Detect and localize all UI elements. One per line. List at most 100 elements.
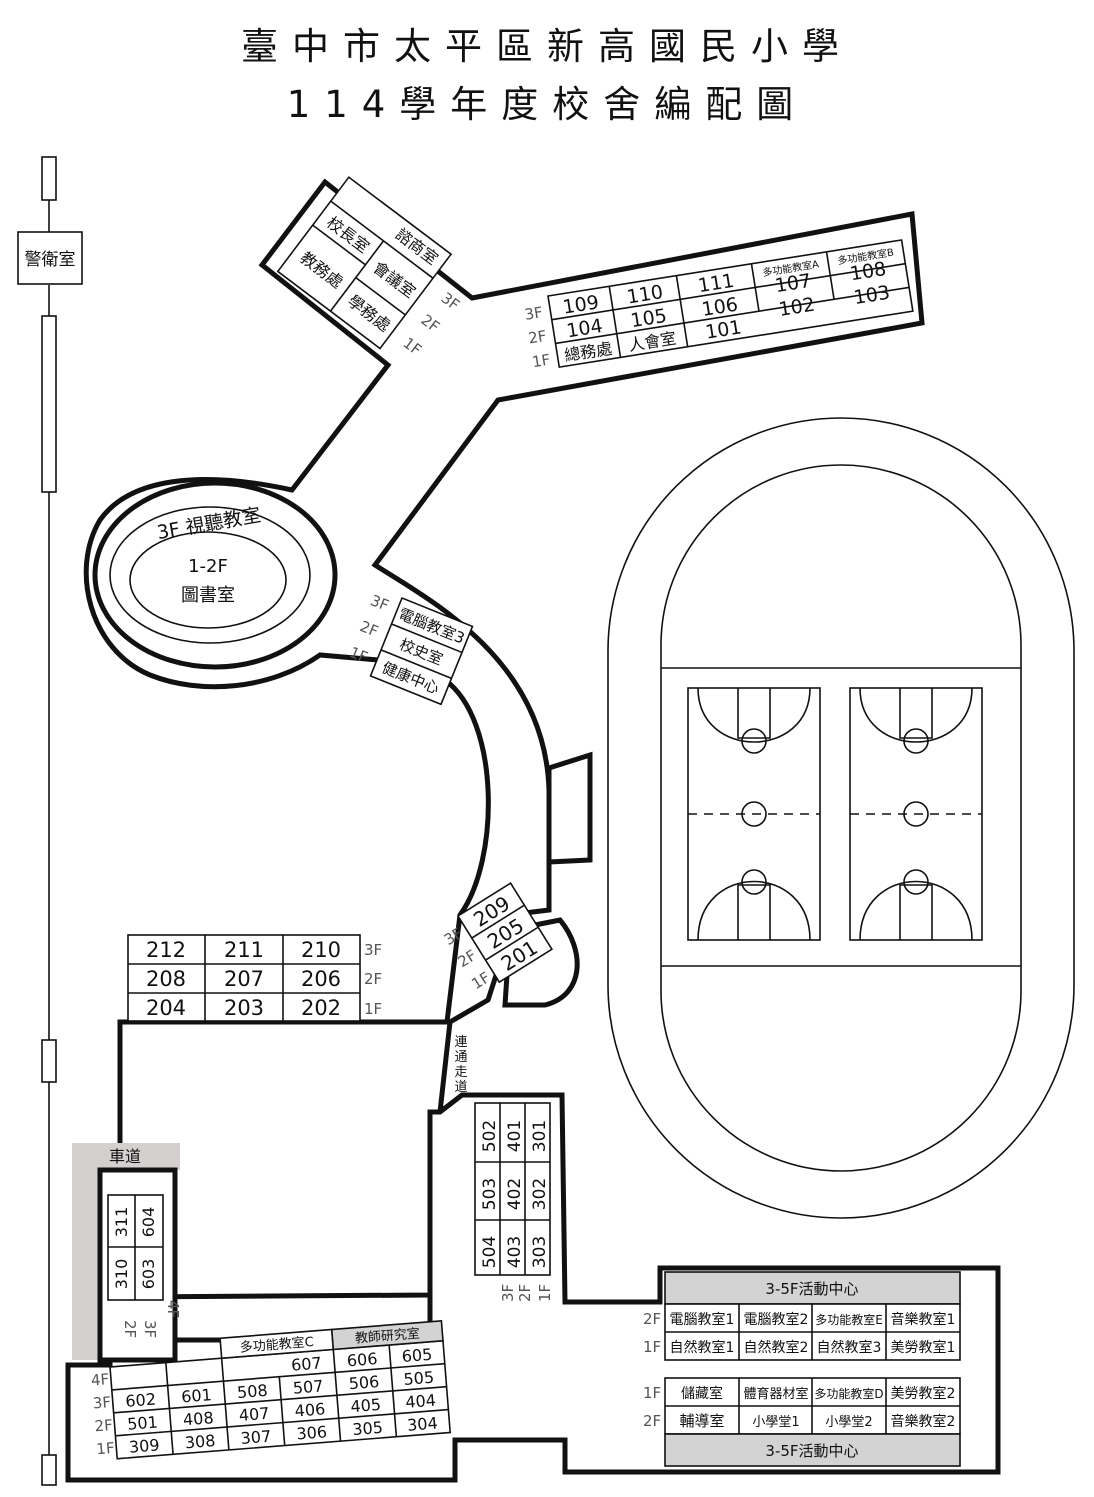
activity-bottom-footer: 3-5F活動中心 [765, 1442, 858, 1460]
svg-text:3F: 3F [523, 303, 544, 324]
svg-text:2F: 2F [121, 1320, 139, 1338]
music-room-1: 音樂教室1 [891, 1311, 956, 1328]
room-505: 505 [403, 1368, 435, 1389]
room-305: 305 [352, 1418, 384, 1439]
west-fence [41, 156, 57, 1486]
svg-text:4F: 4F [90, 1370, 110, 1389]
map-title-line2: 114學年度校舍編配圖 [286, 83, 808, 126]
room-503: 503 [480, 1178, 500, 1210]
room-301: 301 [530, 1120, 550, 1152]
activity-center-top: 3-5F活動中心 電腦教室1 電腦教室2 多功能教室E 音樂教室1 自然教室1 … [643, 1271, 961, 1361]
teacher-research-room: 教師研究室 [354, 1326, 420, 1347]
activity-center-bottom: 儲藏室 體育器材室 多功能教室D 美勞教室2 輔導室 小學堂1 小學堂2 音樂教… [643, 1377, 961, 1467]
storage-room: 儲藏室 [681, 1385, 723, 1402]
small-hall-1: 小學堂1 [752, 1415, 799, 1430]
computer-room-2: 電腦教室2 [744, 1311, 809, 1328]
central-block-labels: 504 503 502 403 402 401 303 302 301 3F 2… [480, 1120, 554, 1302]
room-206: 206 [301, 967, 341, 991]
room-408: 408 [182, 1408, 214, 1429]
music-room-2: 音樂教室2 [891, 1413, 956, 1430]
admin-wing: 諮商室 校長室 教務處 會議室 學務處 [276, 176, 453, 350]
room-310: 310 [112, 1259, 131, 1290]
room-311: 311 [112, 1207, 131, 1238]
room-501: 501 [127, 1412, 159, 1433]
multi-room-e: 多功能教室E [815, 1312, 883, 1327]
room-607: 607 [290, 1353, 322, 1374]
library-name: 圖書室 [181, 585, 235, 606]
svg-text:連通走道: 連通走道 [454, 1035, 467, 1095]
room-404: 404 [405, 1391, 437, 1412]
room-504: 504 [480, 1236, 500, 1268]
room-407: 407 [238, 1404, 270, 1425]
svg-text:1F: 1F [643, 1338, 661, 1356]
room-302: 302 [530, 1178, 550, 1210]
counseling-room: 輔導室 [679, 1412, 724, 1430]
multi-room-c: 多功能教室C [239, 1334, 314, 1356]
computer-room-1: 電腦教室1 [670, 1311, 735, 1328]
svg-text:1F: 1F [96, 1439, 116, 1458]
library-building: 3F 視聽教室 1-2F 圖書室 [92, 480, 338, 670]
room-405: 405 [350, 1395, 382, 1416]
svg-text:2F: 2F [357, 617, 381, 640]
svg-text:3F: 3F [368, 591, 392, 614]
art-room-2: 美勞教室2 [891, 1385, 956, 1402]
room-403: 403 [505, 1236, 525, 1268]
room-204: 204 [146, 996, 186, 1020]
svg-text:1F: 1F [536, 1284, 554, 1302]
room-208: 208 [146, 967, 186, 991]
room-202: 202 [301, 996, 341, 1020]
small-hall-2: 小學堂2 [825, 1415, 872, 1430]
svg-text:2F: 2F [643, 1412, 661, 1430]
room-307: 307 [240, 1427, 272, 1448]
running-track [607, 417, 1075, 1219]
room-308: 308 [184, 1431, 216, 1452]
corridor-label: 連通走道 [454, 1035, 467, 1095]
svg-text:1F: 1F [364, 1000, 382, 1018]
room-212: 212 [146, 938, 186, 962]
north-wing: 109 110 111 多功能教室A 107 多功能教室B 108 104 10… [523, 239, 914, 372]
science-room-3: 自然教室3 [817, 1339, 882, 1356]
east-annex [546, 751, 593, 865]
south-wing: 多功能教室C 教師研究室 607 606 605 602 601 508 507… [90, 1319, 452, 1460]
guard-room: 警衛室 [17, 231, 83, 285]
room-211: 211 [224, 938, 264, 962]
room-606: 606 [346, 1349, 378, 1370]
room-203: 203 [224, 996, 264, 1020]
room-306: 306 [296, 1422, 328, 1443]
svg-text:3F: 3F [499, 1284, 517, 1302]
svg-text:2F: 2F [527, 327, 548, 348]
sw-tower: 311 310 604 603 2F 3F 4F [97, 1167, 182, 1363]
library-12f-label: 1-2F [188, 556, 228, 577]
svg-text:2F: 2F [94, 1416, 114, 1435]
svg-text:2F: 2F [643, 1310, 661, 1328]
basketball-court-left [687, 687, 821, 941]
room-605: 605 [401, 1345, 433, 1366]
art-room-1: 美勞教室1 [891, 1339, 956, 1356]
room-502: 502 [480, 1120, 500, 1152]
svg-text:3F: 3F [92, 1393, 112, 1412]
room-601: 601 [181, 1385, 213, 1406]
room-603: 603 [139, 1259, 158, 1290]
room-402: 402 [505, 1178, 525, 1210]
multi-room-d: 多功能教室D [814, 1386, 883, 1401]
room-506: 506 [348, 1372, 380, 1393]
activity-top-header: 3-5F活動中心 [765, 1280, 858, 1298]
room-602: 602 [125, 1390, 157, 1411]
room-303: 303 [530, 1236, 550, 1268]
room-508: 508 [236, 1381, 268, 1402]
svg-text:1F: 1F [531, 351, 552, 372]
science-room-1: 自然教室1 [670, 1339, 735, 1356]
svg-text:1F: 1F [347, 643, 371, 666]
sports-equipment-room: 體育器材室 [743, 1386, 808, 1402]
svg-text:2F: 2F [516, 1284, 534, 1302]
driveway: 車道 [72, 1143, 180, 1360]
svg-text:4F: 4F [164, 1300, 182, 1318]
room-406: 406 [294, 1399, 326, 1420]
central-block [474, 1102, 551, 1276]
svg-text:警衛室: 警衛室 [25, 250, 76, 270]
room-304: 304 [406, 1413, 438, 1434]
map-title-line1: 臺中市太平區新高國民小學 [241, 25, 853, 68]
svg-text:3F: 3F [364, 941, 382, 959]
svg-text:2F: 2F [364, 970, 382, 988]
